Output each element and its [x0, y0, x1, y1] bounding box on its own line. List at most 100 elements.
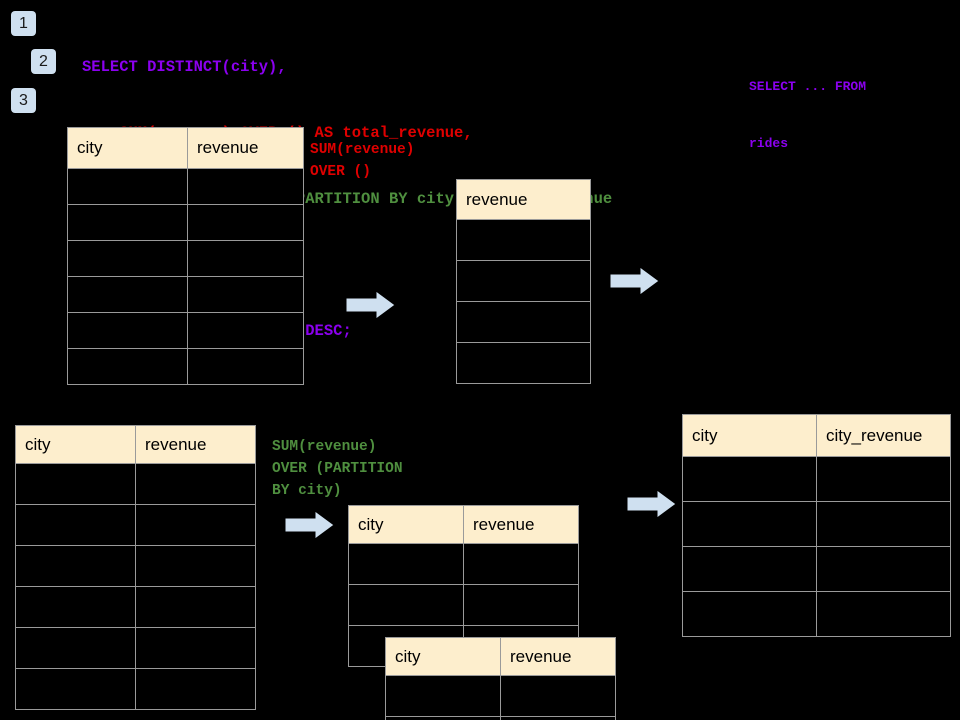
table-cell	[816, 591, 951, 637]
table-cell	[463, 584, 579, 626]
table-cell	[67, 240, 188, 277]
table-row	[682, 591, 951, 637]
table-row	[682, 546, 951, 592]
table-cell	[187, 168, 304, 205]
step-badge-2: 2	[31, 49, 56, 74]
table-cell	[15, 545, 136, 587]
table-row	[348, 584, 579, 626]
table-row	[456, 219, 591, 261]
annotation-over-partition: SUM(revenue) OVER (PARTITION BY city)	[272, 439, 403, 499]
side-note-line-1: SELECT ... FROM	[749, 79, 867, 94]
table-cell	[135, 504, 256, 546]
table-row	[67, 240, 304, 277]
table-cell	[135, 627, 256, 669]
column-header-city: city	[348, 505, 464, 544]
table-cell	[816, 501, 951, 547]
table-cell	[67, 168, 188, 205]
table-cell	[187, 276, 304, 313]
table-row	[682, 456, 951, 502]
table-row	[385, 716, 616, 720]
table-cell	[385, 716, 501, 720]
table-cell	[682, 546, 817, 592]
table-cell	[682, 456, 817, 502]
table-cell	[816, 456, 951, 502]
arrow-total-to-result	[609, 266, 660, 296]
table-cell	[187, 312, 304, 349]
table-cell	[682, 591, 817, 637]
column-header-revenue: revenue	[500, 637, 616, 676]
column-header-city_revenue: city_revenue	[816, 414, 951, 457]
table-cell	[682, 501, 817, 547]
table-row	[15, 627, 256, 669]
column-header-city: city	[15, 425, 136, 464]
step-badge-1: 1	[11, 11, 36, 36]
table-cell	[15, 504, 136, 546]
side-note-line-2: rides	[749, 136, 789, 151]
table-row	[67, 312, 304, 349]
table-cell	[67, 276, 188, 313]
table-header-row: revenue	[456, 179, 591, 220]
sql-line-select: SELECT DISTINCT(city),	[82, 58, 287, 76]
table-cell	[135, 463, 256, 505]
column-header-revenue: revenue	[187, 127, 304, 169]
table-cell	[500, 716, 616, 720]
annotation-over-empty: SUM(revenue) OVER ()	[310, 142, 415, 180]
table-cell	[456, 260, 591, 302]
table-cell	[67, 348, 188, 385]
table-row	[15, 463, 256, 505]
table-cell	[135, 668, 256, 710]
table-row	[15, 545, 256, 587]
arrow-partition-to-result	[626, 489, 677, 519]
side-note-select-from: SELECT ... FROM rides	[749, 39, 866, 191]
table-cell	[15, 668, 136, 710]
table-cell	[816, 546, 951, 592]
table-cell	[67, 204, 188, 241]
table-row	[456, 260, 591, 302]
table-cell	[67, 312, 188, 349]
column-header-city: city	[67, 127, 188, 169]
table-cell	[385, 675, 501, 717]
table-cell	[135, 545, 256, 587]
table-row	[385, 675, 616, 717]
column-header-city: city	[385, 637, 501, 676]
table-cell	[15, 627, 136, 669]
table-cell	[456, 301, 591, 343]
table-row	[67, 168, 304, 205]
table-cell	[187, 204, 304, 241]
arrow-source-to-partition	[284, 510, 335, 540]
table-cell	[456, 342, 591, 384]
arrow-source-to-total	[345, 290, 396, 320]
table-row	[348, 543, 579, 585]
column-header-revenue: revenue	[463, 505, 579, 544]
column-header-city: city	[682, 414, 817, 457]
table-row	[67, 204, 304, 241]
table-cell	[348, 584, 464, 626]
step-badge-3: 3	[11, 88, 36, 113]
table-cell	[15, 586, 136, 628]
table-row	[456, 301, 591, 343]
column-header-revenue: revenue	[135, 425, 256, 464]
table-row	[15, 504, 256, 546]
table-row	[682, 501, 951, 547]
table-cell	[135, 586, 256, 628]
total-revenue: revenue	[456, 179, 591, 384]
table-row	[67, 276, 304, 313]
table-row	[15, 586, 256, 628]
table-cell	[187, 348, 304, 385]
table-cell	[15, 463, 136, 505]
table-row	[67, 348, 304, 385]
table-row	[456, 342, 591, 384]
table-cell	[500, 675, 616, 717]
table-row	[15, 668, 256, 710]
table-cell	[456, 219, 591, 261]
table-cell	[348, 543, 464, 585]
